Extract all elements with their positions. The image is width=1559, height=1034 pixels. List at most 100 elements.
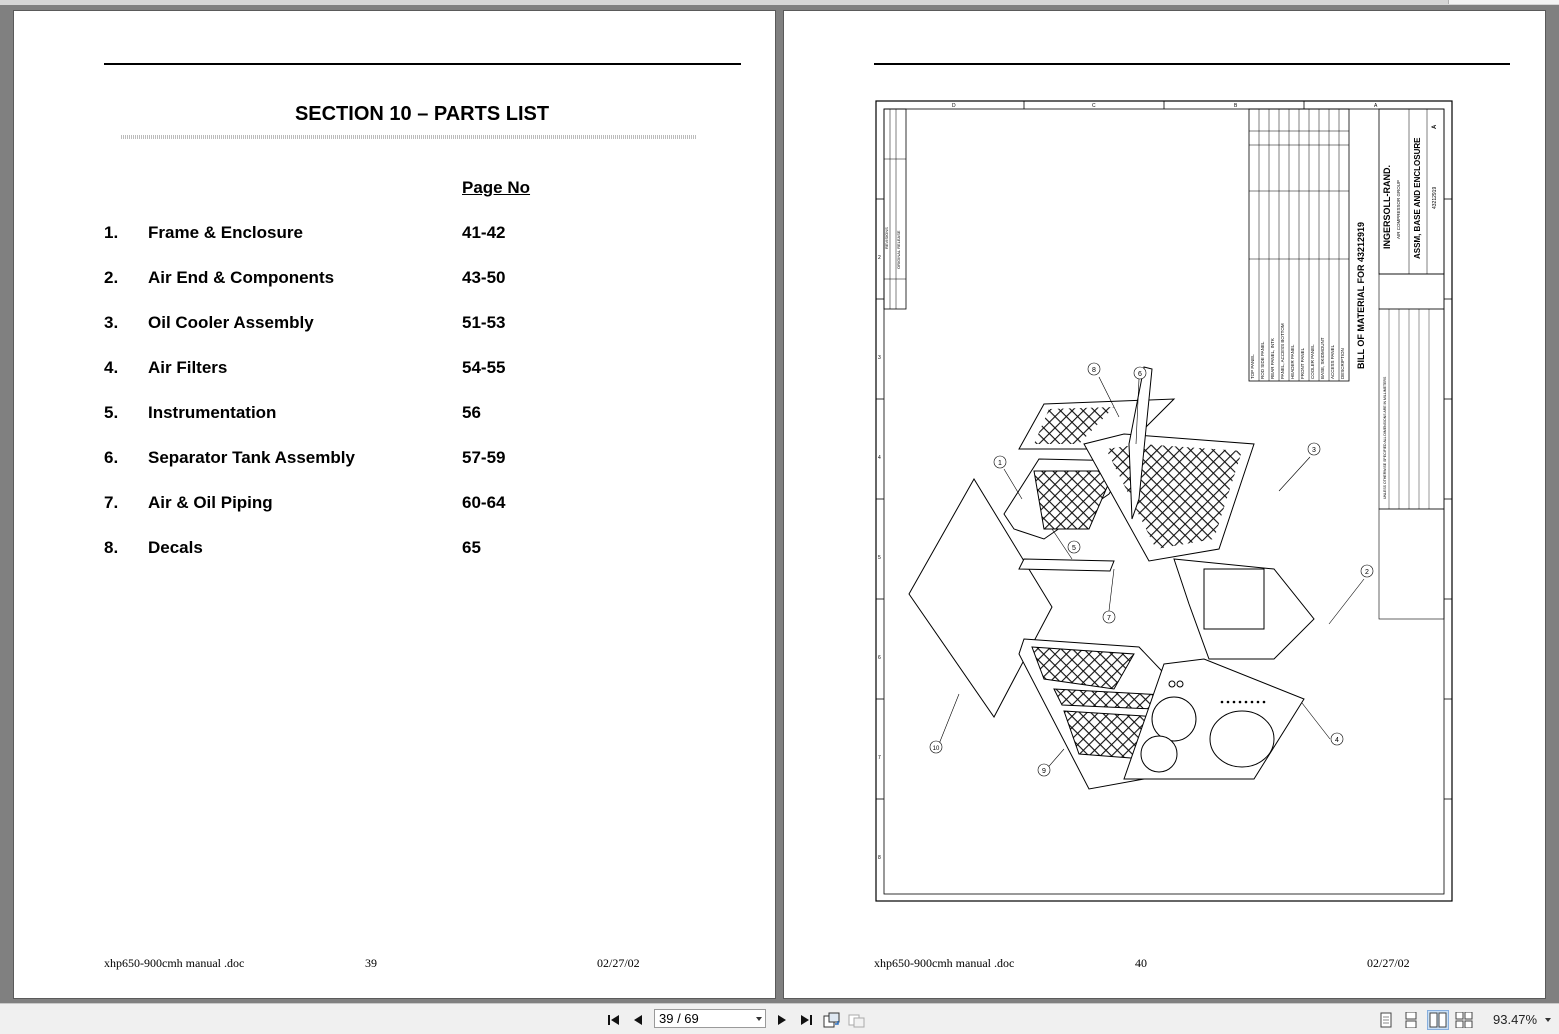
section-title: SECTION 10 – PARTS LIST bbox=[294, 103, 550, 125]
bom-row-7: COOLER PANEL bbox=[1310, 344, 1315, 379]
toc-label: Air End & Components bbox=[148, 268, 335, 287]
revision-note: ORIGINAL RELEASE bbox=[896, 230, 901, 269]
bom-row-1: TOP PANEL bbox=[1250, 354, 1255, 379]
toc-number: 4. bbox=[104, 358, 119, 377]
callout-number: 2 bbox=[1365, 569, 1369, 576]
drawing-sheet: A bbox=[1432, 124, 1438, 129]
first-page-icon[interactable] bbox=[604, 1011, 624, 1029]
window-top-strip bbox=[0, 0, 1559, 5]
border-ticks bbox=[876, 101, 1452, 800]
toc-pages: 43-50 bbox=[462, 268, 506, 287]
toc-row: 1. Frame & Enclosure 41-42 bbox=[14, 223, 775, 245]
zoom-dropdown-icon[interactable] bbox=[1545, 1018, 1551, 1022]
callout-number: 3 bbox=[1312, 447, 1316, 454]
tolerance-note: UNLESS OTHERWISE SPECIFIED ALL DIMENSION… bbox=[1383, 376, 1387, 499]
callout-number: 5 bbox=[1072, 545, 1076, 552]
header-rule bbox=[874, 63, 1510, 65]
toc-label: Air Filters bbox=[148, 358, 228, 377]
continuous-facing-icon[interactable] bbox=[1453, 1010, 1475, 1030]
bom-title: BILL OF MATERIAL FOR 43212919 bbox=[1356, 222, 1366, 369]
bom-row-4: PANEL, ACCESS BOTTOM bbox=[1280, 323, 1285, 379]
border-letter: D bbox=[952, 103, 956, 109]
border-letter: B bbox=[1234, 103, 1238, 109]
footer-filename: xhp650-900cmh manual .doc bbox=[104, 956, 245, 970]
toc-pages: 41-42 bbox=[462, 223, 506, 242]
border-number: 7 bbox=[878, 755, 881, 761]
title-block: INGERSOLL-RAND. AIR COMPRESSOR GROUP ASS… bbox=[1378, 108, 1445, 620]
footer-date: 02/27/02 bbox=[597, 956, 640, 970]
zoom-level[interactable]: 93.47% bbox=[1493, 1012, 1538, 1027]
toc-row: 4. Air Filters 54-55 bbox=[14, 358, 775, 380]
copy-icon[interactable] bbox=[847, 1011, 867, 1029]
base-frame bbox=[1173, 558, 1315, 660]
next-page-icon[interactable] bbox=[772, 1011, 792, 1029]
toc-row: 8. Decals 65 bbox=[14, 538, 775, 560]
access-bottom-panel bbox=[1018, 558, 1115, 572]
toc-number: 6. bbox=[104, 448, 119, 467]
toc-label: Air & Oil Piping bbox=[148, 493, 273, 512]
footer-date: 02/27/02 bbox=[1367, 956, 1410, 970]
toc-number: 1. bbox=[104, 223, 119, 242]
border-letter: C bbox=[1092, 103, 1096, 109]
toc-label: Instrumentation bbox=[148, 403, 277, 422]
toc-pages: 60-64 bbox=[462, 493, 506, 512]
footer-page-number: 40 bbox=[1135, 956, 1147, 970]
toc-number: 7. bbox=[104, 493, 119, 512]
toc-label: Frame & Enclosure bbox=[148, 223, 303, 242]
callout-numbers: 8 6 3 1 5 2 7 4 9 10 bbox=[929, 362, 1374, 777]
company-name: INGERSOLL-RAND. bbox=[1382, 165, 1392, 249]
toc-pages: 56 bbox=[462, 403, 481, 422]
front-panel-opening bbox=[1209, 710, 1275, 768]
continuous-icon[interactable] bbox=[1400, 1010, 1422, 1030]
toc-number: 2. bbox=[104, 268, 119, 287]
page-no-header: Page No bbox=[462, 178, 531, 197]
toc-label: Separator Tank Assembly bbox=[148, 448, 355, 467]
callout-number: 1 bbox=[998, 460, 1002, 467]
border-number: 8 bbox=[878, 855, 881, 861]
bom-row-3: REAR PANEL, INTK bbox=[1270, 338, 1275, 379]
callout-number: 7 bbox=[1107, 615, 1111, 622]
page-number-field[interactable]: 39 / 69 bbox=[654, 1009, 766, 1028]
bom-row-8: BASE, SKIDMOUNT bbox=[1320, 337, 1325, 379]
drawing-number: 43212919 bbox=[1432, 187, 1438, 209]
drawing-title: ASSM, BASE AND ENCLOSURE bbox=[1413, 137, 1422, 259]
page-footer: xhp650-900cmh manual .doc 39 02/27/02 bbox=[14, 956, 775, 972]
front-panel-opening bbox=[1151, 696, 1197, 742]
facing-icon[interactable] bbox=[1427, 1010, 1449, 1030]
toc-pages: 54-55 bbox=[462, 358, 506, 377]
toc-row: 7. Air & Oil Piping 60-64 bbox=[14, 493, 775, 515]
callout-number: 9 bbox=[1042, 768, 1046, 775]
bill-of-material-table: TOP PANEL ROD SIDE PANEL REAR PANEL, INT… bbox=[1248, 108, 1366, 382]
header-rule bbox=[104, 63, 741, 65]
border-number: 2 bbox=[878, 255, 881, 261]
page-footer: xhp650-900cmh manual .doc 40 02/27/02 bbox=[784, 956, 1545, 972]
revisions-title: REVISIONS bbox=[884, 227, 889, 249]
toc-row: 2. Air End & Components 43-50 bbox=[14, 268, 775, 290]
border-letter: A bbox=[1374, 103, 1378, 109]
toc-pages: 57-59 bbox=[462, 448, 506, 467]
toc-label: Decals bbox=[148, 538, 203, 557]
bom-row-6: FRONT PANEL bbox=[1300, 347, 1305, 379]
toc-number: 8. bbox=[104, 538, 119, 557]
border-number: 6 bbox=[878, 655, 881, 661]
engineering-drawing: D C B A 2 3 4 5 6 7 8 REVISIONS ORIGINAL… bbox=[875, 100, 1453, 902]
enclosure-exploded-view bbox=[908, 366, 1315, 790]
border-number: 3 bbox=[878, 355, 881, 361]
toc-pages: 51-53 bbox=[462, 313, 506, 332]
window-top-control bbox=[1448, 0, 1559, 4]
top-panel bbox=[908, 478, 1053, 718]
prev-page-icon[interactable] bbox=[628, 1011, 648, 1029]
company-group: AIR COMPRESSOR GROUP bbox=[1396, 180, 1401, 239]
rotate-icon[interactable] bbox=[822, 1011, 842, 1029]
callout-number: 10 bbox=[933, 746, 940, 752]
single-page-icon[interactable] bbox=[1375, 1010, 1397, 1030]
footer-page-number: 39 bbox=[365, 956, 377, 970]
front-panel-opening bbox=[1140, 735, 1178, 773]
revision-block: REVISIONS ORIGINAL RELEASE bbox=[883, 108, 907, 310]
toc-row: 6. Separator Tank Assembly 57-59 bbox=[14, 448, 775, 470]
footer-filename: xhp650-900cmh manual .doc bbox=[874, 956, 1015, 970]
bom-row-9: ACCESS PANEL bbox=[1330, 344, 1335, 379]
toc-number: 3. bbox=[104, 313, 119, 332]
last-page-icon[interactable] bbox=[796, 1011, 816, 1029]
chevron-down-icon[interactable] bbox=[756, 1017, 762, 1021]
